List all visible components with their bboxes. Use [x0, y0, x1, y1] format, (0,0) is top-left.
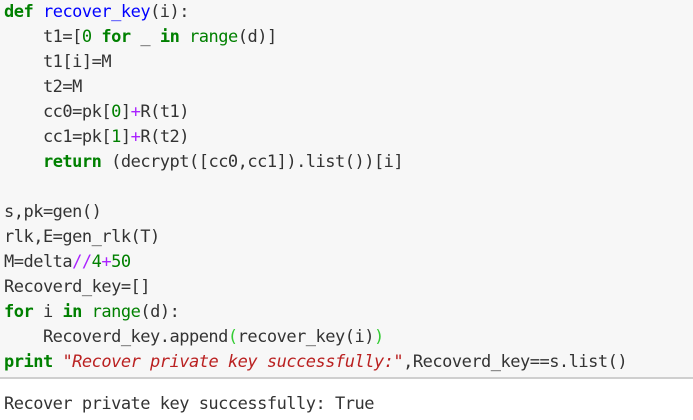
code-token: 50 — [111, 252, 131, 272]
code-token: def — [4, 2, 34, 22]
code-token: 1 — [111, 127, 121, 147]
code-token: t1[i]=M — [4, 52, 112, 72]
code-token — [33, 2, 43, 22]
code-token: _ — [130, 27, 160, 47]
code-token — [179, 27, 189, 47]
code-cell-input[interactable]: def recover_key(i): t1=[0 for _ in range… — [0, 0, 693, 377]
code-token — [82, 302, 92, 322]
code-token: rlk,E=gen_rlk(T) — [4, 227, 160, 247]
code-token: 0 — [111, 102, 121, 122]
output-divider — [0, 377, 693, 379]
code-line: def recover_key(i): — [4, 0, 693, 25]
code-line: t2=M — [4, 75, 693, 100]
code-token: print — [4, 352, 53, 372]
code-token: ] — [120, 127, 131, 147]
code-line: return (decrypt([cc0,cc1]).list())[i] — [4, 150, 693, 175]
code-token: recover_key — [42, 2, 151, 22]
code-line: t1[i]=M — [4, 50, 693, 75]
code-token: t2=M — [4, 77, 82, 97]
code-line: s,pk=gen() — [4, 200, 693, 225]
code-line — [4, 175, 693, 200]
code-line: Recoverd_key=[] — [4, 275, 693, 300]
code-token: ) — [373, 327, 384, 347]
code-token: Recoverd_key=[] — [4, 277, 151, 297]
code-line: print "Recover private key successfully:… — [4, 350, 693, 375]
code-line: M=delta//4+50 — [4, 250, 693, 275]
code-token: for — [4, 302, 34, 322]
code-token: in — [159, 27, 180, 47]
code-token: ] — [120, 102, 131, 122]
code-token: (i): — [150, 2, 190, 22]
code-token: // — [72, 252, 92, 272]
code-line: rlk,E=gen_rlk(T) — [4, 225, 693, 250]
code-line: cc1=pk[1]+R(t2) — [4, 125, 693, 150]
code-token: 4 — [91, 252, 102, 272]
code-line: cc0=pk[0]+R(t1) — [4, 100, 693, 125]
code-token — [92, 27, 102, 47]
code-token: Recoverd_key.append — [4, 327, 228, 347]
output-text: Recover private key successfully: True — [4, 394, 374, 414]
code-token: return — [42, 152, 102, 172]
code-token: R(t2) — [140, 127, 190, 147]
code-token: s,pk=gen() — [4, 202, 102, 222]
code-token: (decrypt([cc0,cc1]).list())[i] — [101, 152, 404, 172]
code-token: cc1=pk[ — [4, 127, 112, 147]
code-token: t1=[ — [4, 27, 82, 47]
code-token: (d)] — [237, 27, 277, 47]
code-token: (d): — [140, 302, 180, 322]
code-line: for i in range(d): — [4, 300, 693, 325]
code-token: ,Recoverd_key==s.list() — [403, 352, 628, 372]
code-token: range — [189, 27, 238, 47]
code-token: M=delta — [4, 252, 73, 272]
code-token: for — [101, 27, 131, 47]
code-cell-output: Recover private key successfully: True — [0, 379, 693, 420]
code-token: R(t1) — [140, 102, 190, 122]
code-token: + — [130, 102, 141, 122]
code-token: 0 — [81, 27, 92, 47]
code-editor[interactable]: def recover_key(i): t1=[0 for _ in range… — [4, 0, 693, 375]
code-token: i — [33, 302, 63, 322]
code-line: t1=[0 for _ in range(d)] — [4, 25, 693, 50]
code-line: Recoverd_key.append(recover_key(i)) — [4, 325, 693, 350]
code-token: cc0=pk[ — [4, 102, 112, 122]
code-token: "Recover private key successfully:" — [62, 352, 404, 372]
code-token: recover_key(i) — [237, 327, 375, 347]
code-token: + — [101, 252, 112, 272]
code-token: in — [62, 302, 82, 322]
code-token — [53, 352, 63, 372]
code-token: + — [130, 127, 141, 147]
code-token: ( — [227, 327, 238, 347]
code-token: range — [91, 302, 141, 322]
code-token — [4, 152, 43, 172]
